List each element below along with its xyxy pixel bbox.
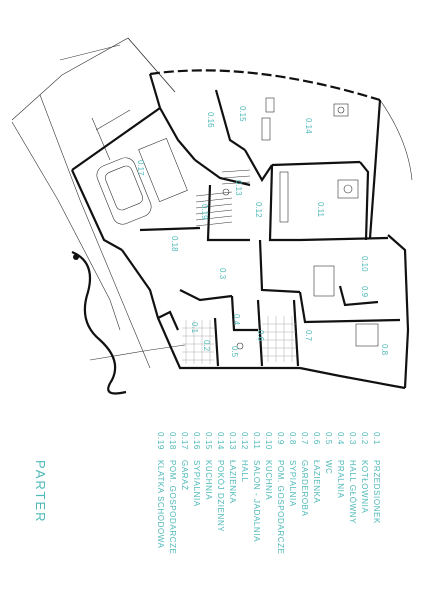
- legend-number: 0.16: [192, 432, 201, 450]
- legend-row: 0.16 SYPIALNIA: [192, 432, 201, 507]
- legend-row: 0.12 HALL: [240, 432, 249, 482]
- legend-number: 0.2: [360, 432, 369, 445]
- legend-number: 0.4: [336, 432, 345, 445]
- staircase: [195, 169, 251, 227]
- legend-row: 0.8 SYPIALNIA: [288, 432, 297, 507]
- room-label-0.1: 0.1: [190, 322, 199, 334]
- legend-row: 0.7 GARDEROBA: [300, 432, 309, 517]
- legend-number: 0.14: [216, 432, 225, 450]
- legend-number: 0.1: [372, 432, 381, 445]
- room-label-0.5: 0.5: [230, 346, 239, 358]
- room-labels: 0.1 0.2 0.3 0.4 0.5 0.6 0.7 0.8 0.9 0.10…: [136, 106, 389, 358]
- legend-number: 0.12: [240, 432, 249, 450]
- furniture: [222, 97, 379, 350]
- legend-room-name: KUCHNIA: [204, 460, 213, 500]
- room-label-0.6: 0.6: [256, 330, 265, 342]
- legend-row: 0.9 POM. GOSPODARCZE: [276, 432, 285, 555]
- site-lines: [11, 37, 186, 369]
- legend-room-name: PRZEDSIONEK: [372, 460, 381, 524]
- legend-room-name: ŁAZIENKA: [228, 460, 237, 504]
- legend-number: 0.7: [300, 432, 309, 445]
- room-label-0.17: 0.17: [136, 160, 145, 176]
- legend-row: 0.4 PRALNIA: [336, 432, 345, 498]
- legend-room-name: WC: [324, 460, 333, 475]
- legend-room-name: HALL GŁÓWNY: [348, 460, 357, 524]
- legend-row: 0.18 POM. GOSPODARCZE: [168, 432, 177, 555]
- room-label-0.10: 0.10: [360, 256, 369, 272]
- legend-row: 0.6 ŁAZIENKA: [312, 432, 321, 504]
- legend-row: 0.3 HALL GŁÓWNY: [348, 432, 357, 524]
- legend-room-name: KOTŁOWNIA: [360, 460, 369, 513]
- garden-path: [71, 250, 127, 395]
- room-label-0.12: 0.12: [254, 202, 263, 218]
- room-label-0.13: 0.13: [234, 180, 243, 196]
- room-label-0.11: 0.11: [316, 202, 325, 218]
- legend-row: 0.14 POKÓJ DZIENNY: [216, 432, 225, 532]
- legend-room-name: POM. GOSPODARCZE: [168, 460, 177, 555]
- legend-room-name: ŁAZIENKA: [312, 460, 321, 504]
- room-legend: 0.1 PRZEDSIONEK 0.2 KOTŁOWNIA 0.3 HALL G…: [156, 432, 381, 555]
- room-label-0.7: 0.7: [304, 330, 313, 342]
- room-label-0.16: 0.16: [206, 112, 215, 128]
- building-walls: [70, 69, 413, 390]
- legend-number: 0.19: [156, 432, 165, 450]
- legend-number: 0.3: [348, 432, 357, 445]
- legend-row: 0.15 KUCHNIA: [204, 432, 213, 500]
- legend-room-name: PRALNIA: [336, 460, 345, 498]
- room-label-0.14: 0.14: [304, 118, 313, 134]
- room-label-0.2: 0.2: [202, 340, 211, 352]
- legend-row: 0.17 GARAŻ: [180, 432, 189, 491]
- room-label-0.9: 0.9: [360, 286, 369, 298]
- legend-room-name: GARAŻ: [180, 460, 189, 491]
- legend-room-name: KUCHNIA: [264, 460, 273, 500]
- legend-number: 0.6: [312, 432, 321, 445]
- legend-room-name: SYPIALNIA: [192, 460, 201, 507]
- room-label-0.18: 0.18: [170, 236, 179, 252]
- legend-room-name: GARDEROBA: [300, 460, 309, 517]
- legend-row: 0.1 PRZEDSIONEK: [372, 432, 381, 524]
- legend-row: 0.19 KLATKA SCHODOWA: [156, 432, 165, 549]
- legend-room-name: SALON - JADALNIA: [252, 460, 261, 542]
- legend-number: 0.11: [252, 432, 261, 449]
- legend-row: 0.13 ŁAZIENKA: [228, 432, 237, 504]
- legend-number: 0.5: [324, 432, 333, 445]
- legend-row: 0.10 KUCHNIA: [264, 432, 273, 500]
- garage-cars: [96, 138, 188, 225]
- plan-title: PARTER: [33, 460, 48, 524]
- legend-room-name: POM. GOSPODARCZE: [276, 460, 285, 555]
- legend-row: 0.5 WC: [324, 432, 333, 475]
- room-label-0.15: 0.15: [238, 106, 247, 122]
- legend-row: 0.11 SALON - JADALNIA: [252, 432, 261, 542]
- room-label-0.8: 0.8: [380, 344, 389, 356]
- legend-number: 0.13: [228, 432, 237, 450]
- room-label-0.19: 0.19: [200, 204, 209, 220]
- legend-room-name: POKÓJ DZIENNY: [216, 460, 225, 532]
- legend-number: 0.17: [180, 432, 189, 450]
- room-label-0.4: 0.4: [232, 314, 241, 326]
- legend-number: 0.8: [288, 432, 297, 445]
- bathroom-tiles: [182, 316, 296, 364]
- legend-number: 0.9: [276, 432, 285, 445]
- legend-room-name: HALL: [240, 460, 249, 482]
- legend-number: 0.15: [204, 432, 213, 450]
- legend-room-name: KLATKA SCHODOWA: [156, 460, 165, 549]
- legend-number: 0.10: [264, 432, 273, 450]
- legend-number: 0.18: [168, 432, 177, 450]
- legend-row: 0.2 KOTŁOWNIA: [360, 432, 369, 513]
- room-label-0.3: 0.3: [218, 268, 227, 280]
- legend-room-name: SYPIALNIA: [288, 460, 297, 507]
- path-marker: [73, 254, 79, 260]
